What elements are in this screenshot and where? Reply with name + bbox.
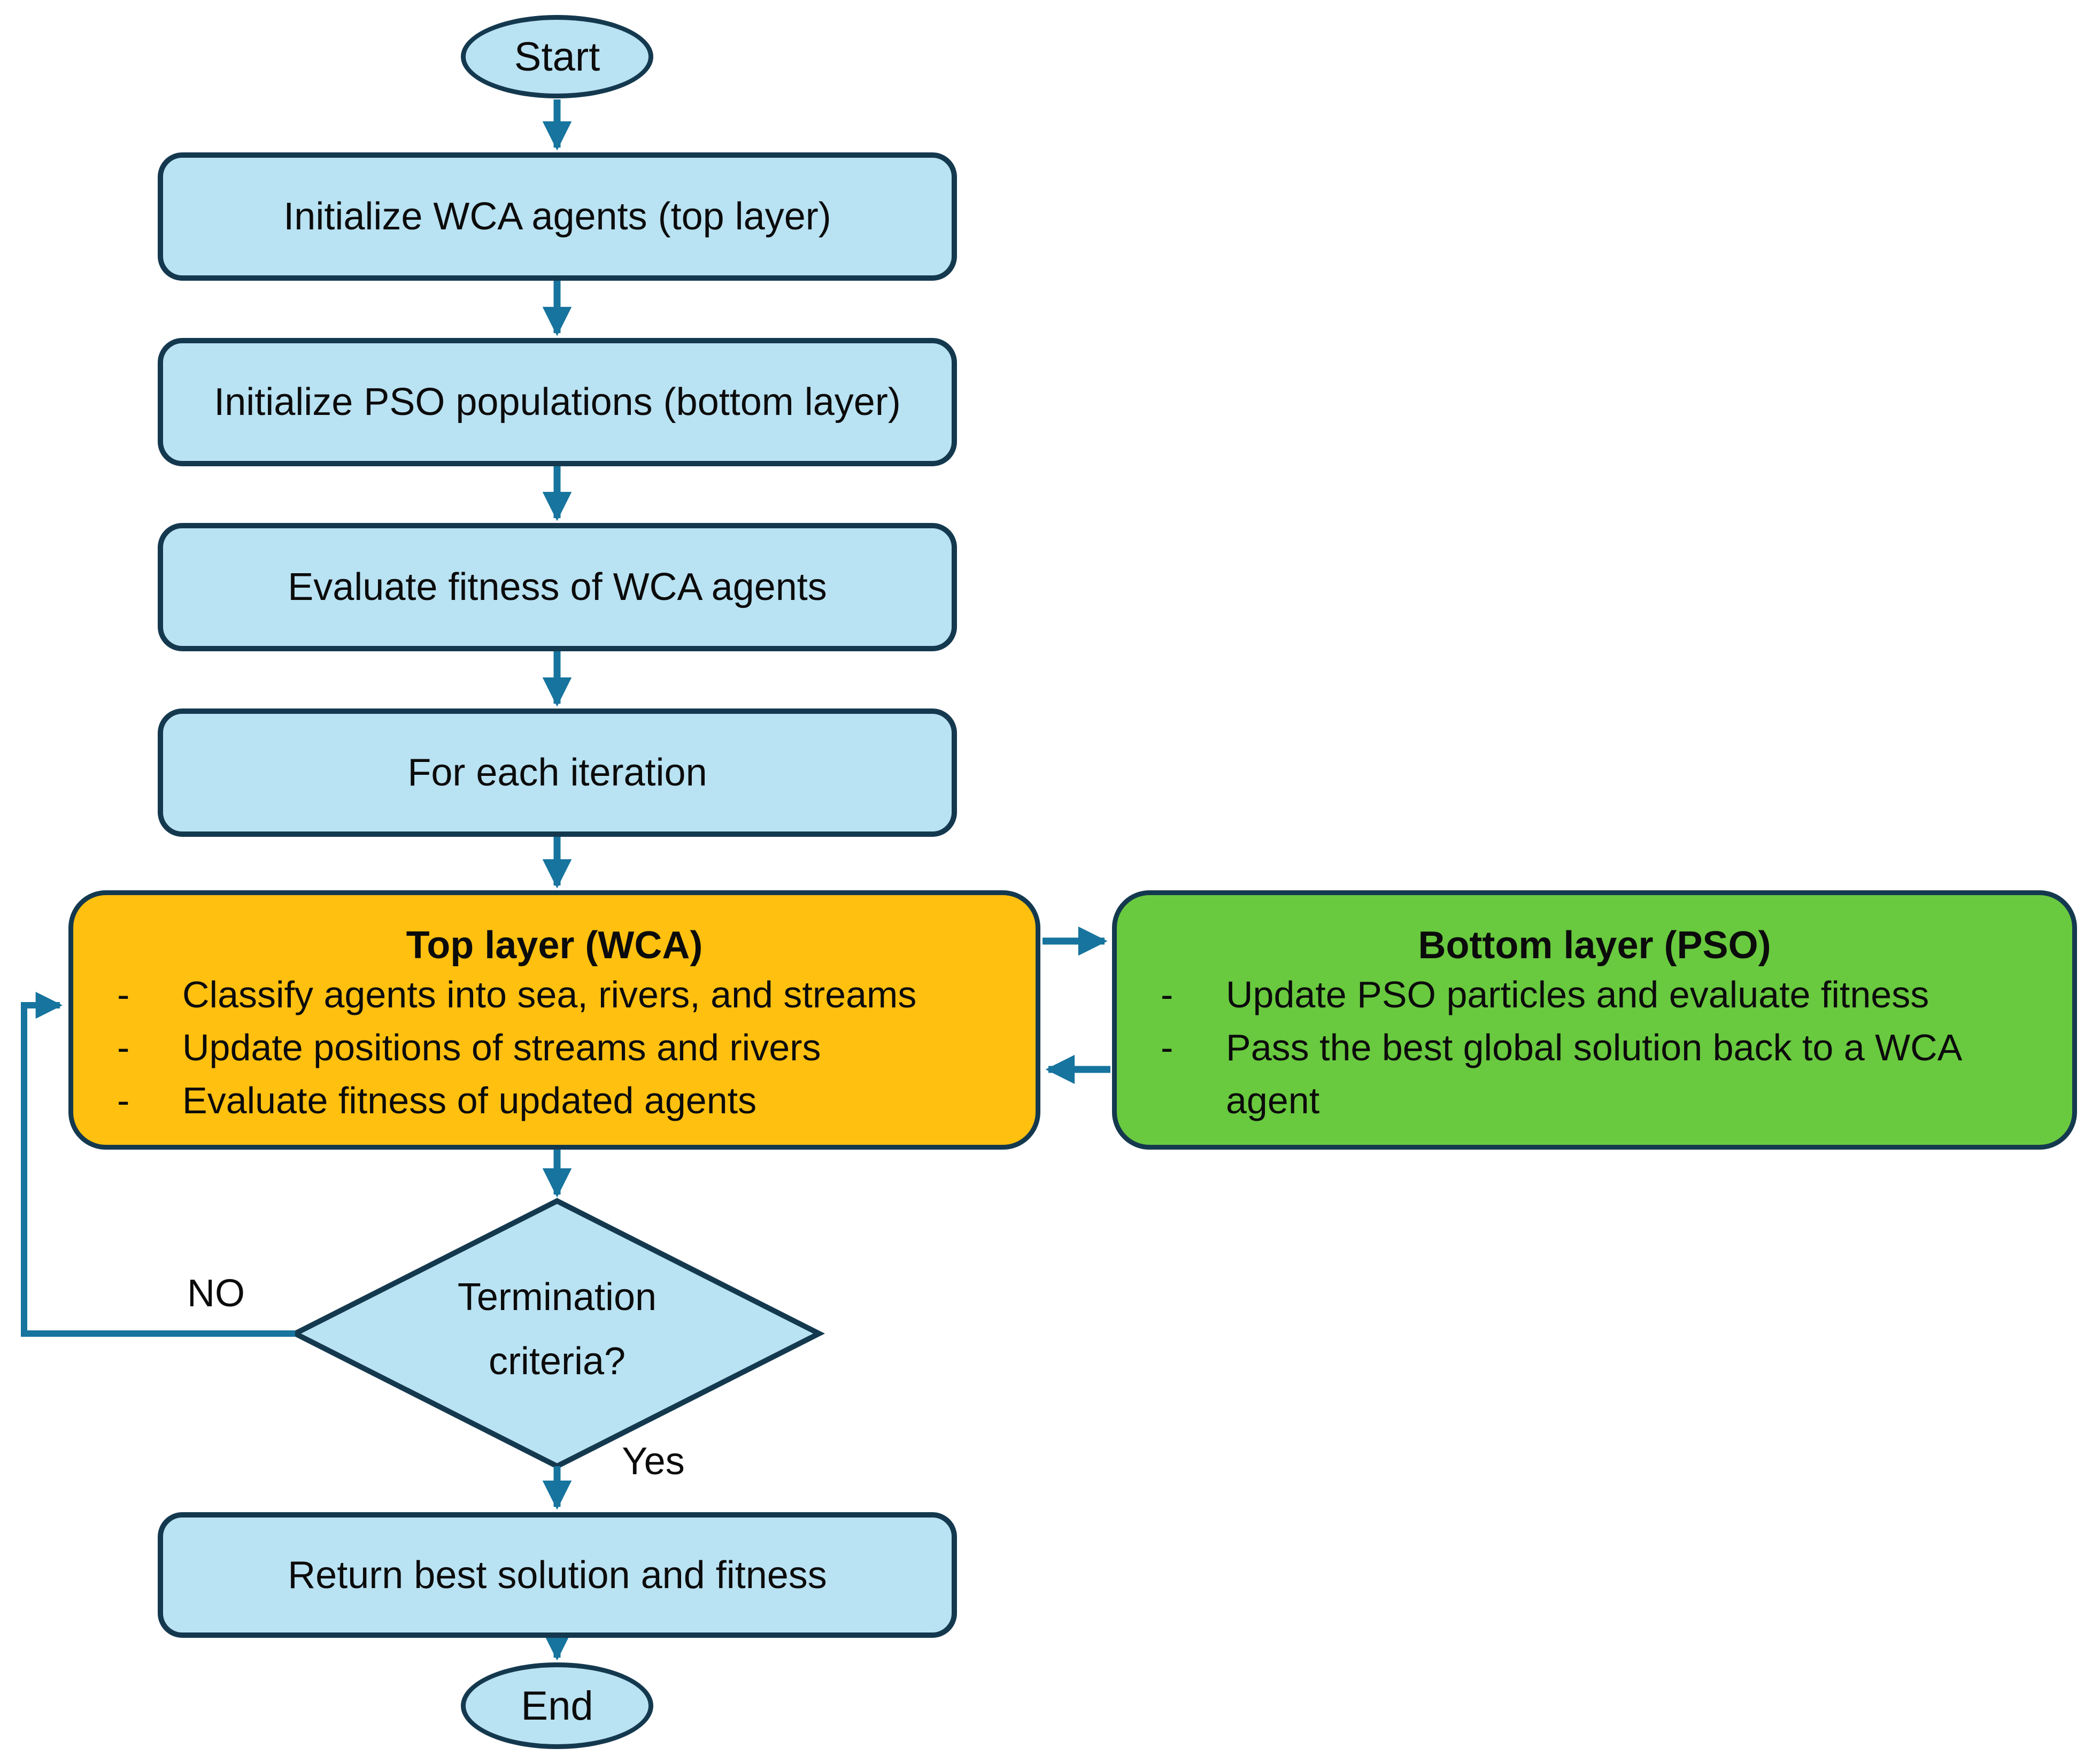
bullet-dash: - <box>117 974 130 1015</box>
top-layer-wca-box: Top layer (WCA) - Classify agents into s… <box>68 890 1040 1150</box>
step-evaluate-fitness-label: Evaluate fitness of WCA agents <box>288 566 827 609</box>
bottom-layer-pso-box: Bottom layer (PSO) - Update PSO particle… <box>1112 890 2077 1150</box>
bottom-layer-bullet-2: - Pass the best global solution back to … <box>1117 1021 2072 1127</box>
bullet-dash: - <box>1161 974 1173 1015</box>
top-layer-bullet-2: - Update positions of streams and rivers <box>73 1021 1036 1074</box>
yes-edge-label: Yes <box>622 1440 685 1483</box>
start-label: Start <box>514 34 600 80</box>
bullet-dash: - <box>1161 1027 1173 1068</box>
step-evaluate-fitness: Evaluate fitness of WCA agents <box>158 523 957 651</box>
start-node: Start <box>461 15 653 98</box>
decision-label-line2: criteria? <box>488 1340 626 1383</box>
top-layer-bullet-1: - Classify agents into sea, rivers, and … <box>73 968 1036 1021</box>
bullet-dash: - <box>117 1027 130 1068</box>
step-init-wca-label: Initialize WCA agents (top layer) <box>283 195 831 238</box>
step-return-best: Return best solution and fitness <box>158 1512 957 1638</box>
step-init-pso: Initialize PSO populations (bottom layer… <box>158 338 957 466</box>
step-return-best-label: Return best solution and fitness <box>288 1553 827 1597</box>
no-loop-connector <box>21 991 295 1337</box>
end-label: End <box>521 1683 593 1729</box>
step-for-each-iteration: For each iteration <box>158 708 957 837</box>
top-layer-bullet-3: - Evaluate fitness of updated agents <box>73 1074 1036 1127</box>
bullet-dash: - <box>117 1080 130 1121</box>
step-init-wca: Initialize WCA agents (top layer) <box>158 152 957 281</box>
bottom-layer-bullet-1: - Update PSO particles and evaluate fitn… <box>1117 968 2072 1021</box>
no-edge-label: NO <box>187 1272 245 1315</box>
step-init-pso-label: Initialize PSO populations (bottom layer… <box>214 381 901 423</box>
decision-label: Termination criteria? <box>397 1265 717 1393</box>
end-node: End <box>461 1662 653 1749</box>
top-layer-title: Top layer (WCA) <box>406 924 703 967</box>
step-for-each-iteration-label: For each iteration <box>407 751 707 794</box>
bottom-layer-title: Bottom layer (PSO) <box>1418 924 1771 967</box>
decision-label-line1: Termination <box>457 1276 657 1319</box>
